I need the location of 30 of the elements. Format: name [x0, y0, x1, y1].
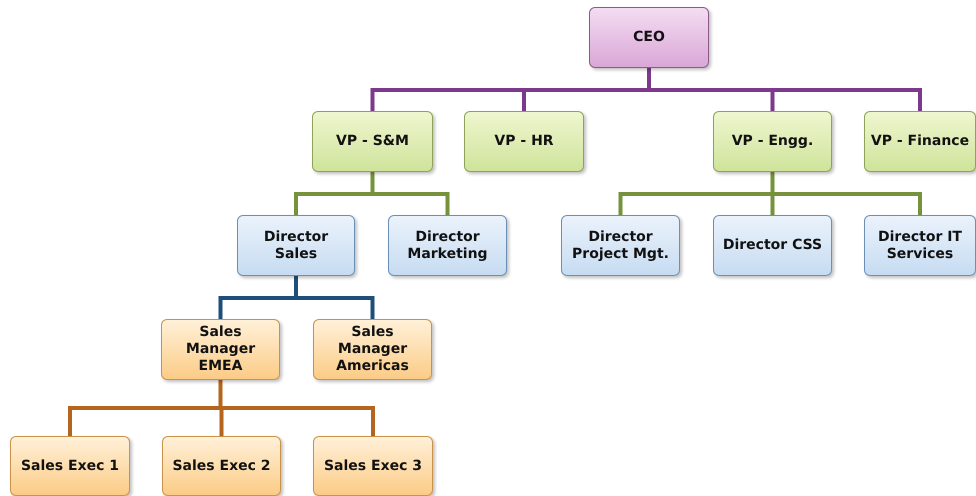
- org-chart-box: [713, 215, 832, 276]
- org-chart-box: [589, 7, 709, 68]
- role-title: Sales Exec 1: [20, 458, 120, 474]
- org-chart-box: [10, 436, 130, 496]
- org-chart-box: [864, 215, 976, 276]
- role-title: Sales Manager Americas: [335, 324, 410, 375]
- org-chart-box: [162, 436, 281, 496]
- role-title: VP - S&M: [335, 133, 410, 150]
- role-title: Sales Manager EMEA: [184, 324, 256, 375]
- role-title: Director Sales: [262, 228, 330, 262]
- org-chart-box: [313, 319, 432, 380]
- role-title: Sales Exec 2: [171, 458, 272, 474]
- role-title: Director CSS: [722, 237, 824, 254]
- org-chart-box: [713, 111, 832, 172]
- role-title: VP - Finance: [870, 133, 970, 150]
- org-chart-box: [161, 319, 280, 380]
- role-title: Director Marketing: [406, 228, 489, 262]
- org-chart-box: [313, 436, 433, 496]
- role-title: Sales Exec 3: [322, 458, 424, 474]
- org-chart-box: [312, 111, 433, 172]
- role-title: CEO: [632, 29, 666, 46]
- org-chart-box: [864, 111, 976, 172]
- org-chart-box: [237, 215, 355, 276]
- role-title: Director IT Services: [877, 228, 963, 262]
- role-title: VP - Engg.: [730, 133, 814, 150]
- role-title: VP - HR: [493, 133, 555, 150]
- org-chart-box: [561, 215, 680, 276]
- role-title: Director Project Mgt.: [571, 228, 670, 262]
- org-chart-box: [464, 111, 584, 172]
- org-chart-box: [388, 215, 507, 276]
